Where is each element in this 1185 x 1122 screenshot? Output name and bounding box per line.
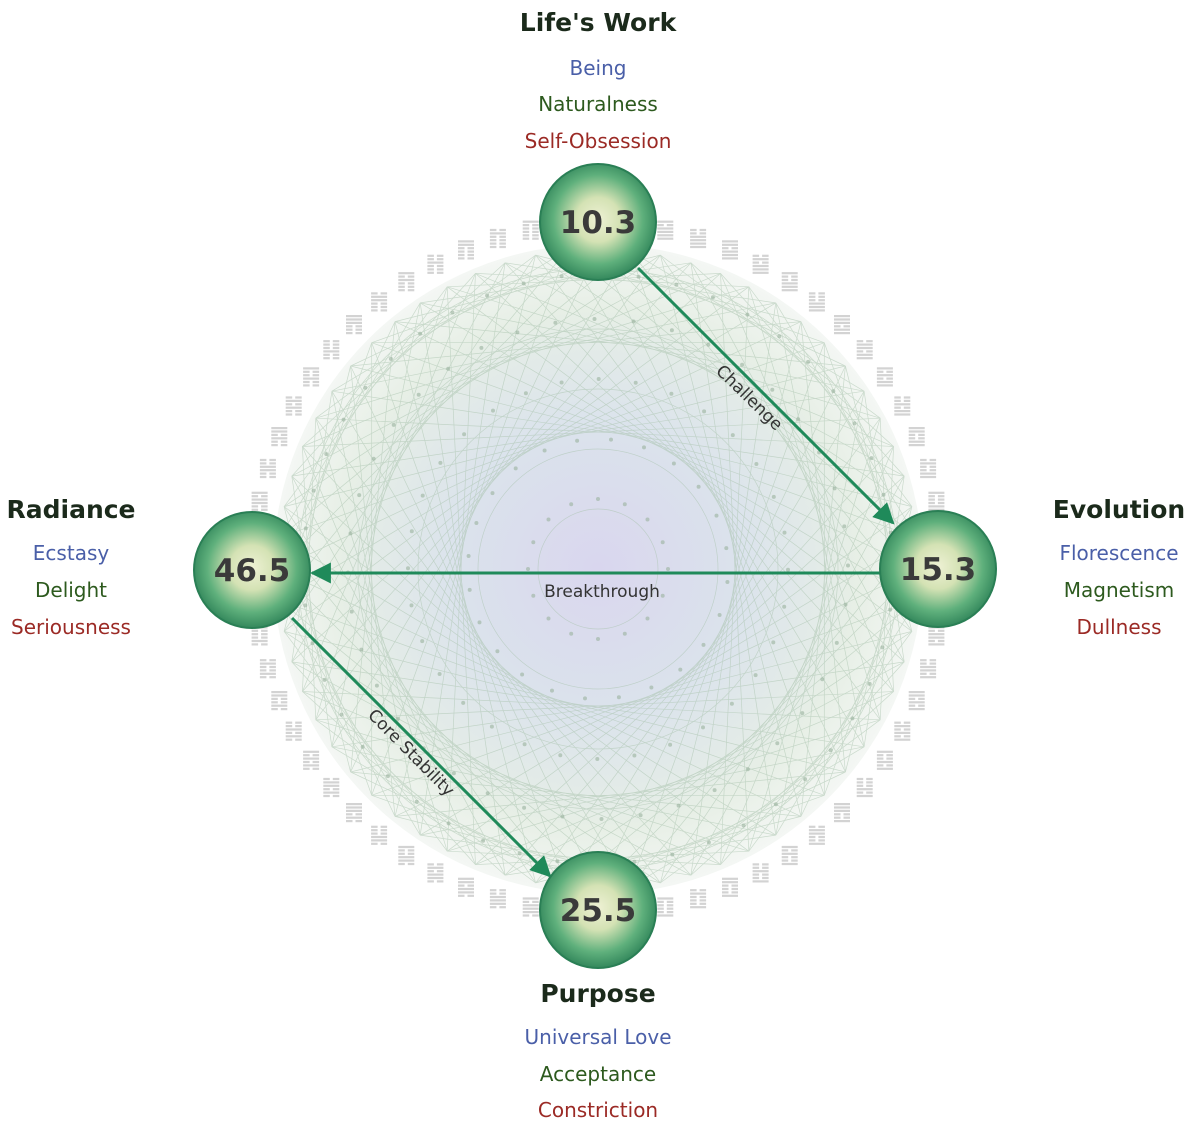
hexagram-icon [371,825,388,845]
hexagram-icon [781,272,798,292]
hexagram-icon [259,659,276,679]
hexagram-icon [522,897,539,917]
hexagram-icon [781,845,798,866]
sphere-shadow-bottom: Constriction [537,1098,659,1122]
sphere-gift-mid-top: Naturalness [538,92,658,116]
hexagram-icon [346,315,362,335]
hexagram-icon [722,240,738,260]
sphere-title-left: Radiance [6,495,136,524]
sphere-title-top: Life's Work [519,8,677,37]
sphere-gift-mid-left: Delight [34,578,108,602]
hexagram-icon [489,889,506,909]
sphere-shadow-left: Seriousness [11,615,131,639]
sphere-value: 25.5 [560,893,637,929]
hexagram-icon [876,750,893,770]
hexagram-icon [259,458,276,479]
hexagram-icon [894,396,911,416]
hexagram-icon [657,220,674,240]
sphere-shadow-top: Self-Obsession [524,129,672,153]
sphere-node-left[interactable]: 46.5 [193,511,311,629]
sphere-value: 46.5 [214,553,291,589]
sphere-gift-right: Florescence [1059,541,1179,565]
hexagram-icon [834,315,850,335]
hexagram-icon [271,427,288,447]
hexagram-icon [722,877,738,897]
hexagram-icon [303,750,320,770]
hexagram-icon [427,254,444,274]
path-lines [290,266,895,878]
hexagram-icon [398,272,415,292]
hexagram-icon [908,427,925,447]
hexagram-icon [908,691,925,711]
hexagram-icon [928,491,945,511]
hexagram-icon [928,626,945,646]
hexagram-icon [920,458,937,479]
sphere-node-right[interactable]: 15.3 [879,510,997,628]
hexagram-icon [876,367,893,387]
hexagram-icon [285,721,302,741]
sphere-gift-bottom: Universal Love [524,1025,672,1049]
core-stability-arrow [290,616,552,878]
sphere-gift-mid-right: Magnetism [1063,578,1175,602]
hexagram-icon [690,228,707,249]
hexagram-icon [323,340,340,360]
hexagram-icon [856,777,873,798]
hexagram-icon [522,220,539,240]
hexagram-icon [657,897,674,917]
hexagram-icon [808,825,825,845]
hexagram-icon [808,292,825,312]
hexagram-icon [323,777,340,798]
hexagram-icon [285,396,302,416]
hexagram-icon [834,803,850,823]
hexagram-icon [251,626,268,646]
hexagram-icon [489,228,506,249]
sphere-title-bottom: Purpose [540,979,656,1008]
challenge-arrow [636,266,895,525]
hexagram-icon [427,863,444,883]
sphere-shadow-right: Dullness [1076,615,1162,639]
sphere-gift-top: Being [569,56,627,80]
hexagram-icon [458,240,474,260]
sphere-node-top[interactable]: 10.3 [539,163,657,281]
sphere-node-bottom[interactable]: 25.5 [539,851,657,969]
sphere-title-right: Evolution [1052,495,1185,524]
hexagram-icon [920,659,937,679]
breakthrough-label: Breakthrough [544,582,660,602]
hexagram-icon [752,863,769,883]
hexagram-icon [271,691,288,711]
hexagram-icon [690,889,707,909]
hexagram-icon [856,340,873,360]
hexagram-icon [371,292,388,312]
sphere-value: 10.3 [560,205,637,241]
sphere-value: 15.3 [900,552,977,588]
hexagram-icon [251,491,268,511]
hexagram-icon [303,367,320,387]
sphere-gift-mid-bottom: Acceptance [539,1062,657,1086]
hexagram-icon [458,877,474,897]
hexagram-icon [752,254,769,274]
hexagram-icon [894,721,911,741]
sphere-gift-left: Ecstasy [32,541,110,565]
hexagram-mandala-icon [273,244,923,894]
hexagram-icon [346,803,362,823]
hexagram-icon [398,845,415,866]
